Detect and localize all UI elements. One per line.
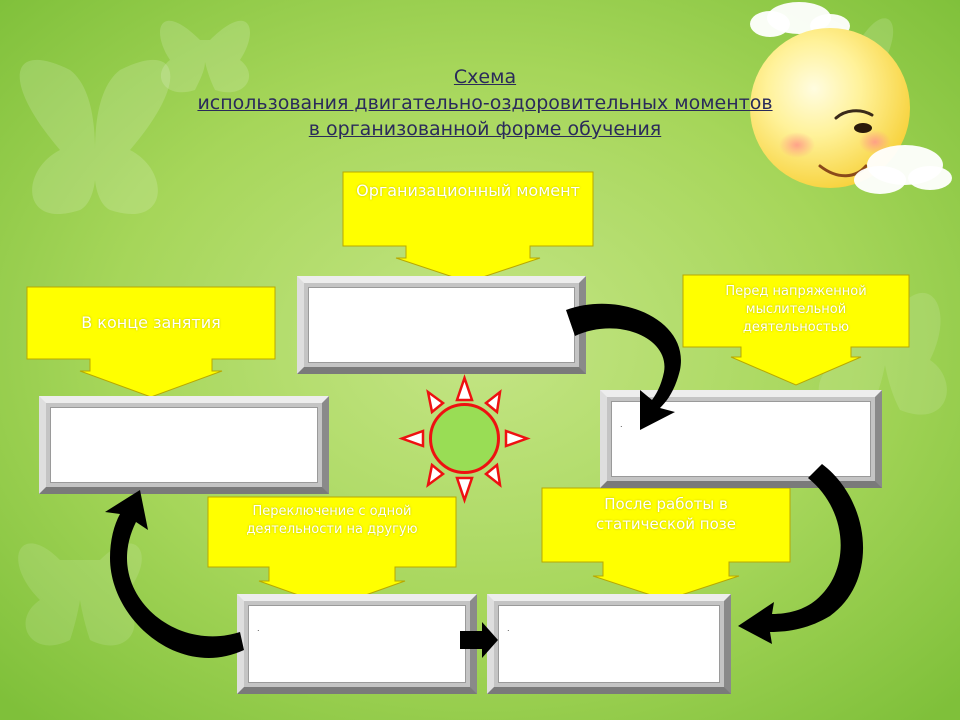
callout-before-mental-text: Перед напряженной мыслительной деятельно… — [725, 284, 867, 335]
box-right-marker: . — [620, 420, 623, 429]
box-bottom-left-marker: . — [257, 624, 260, 633]
callout-org-moment-text: Организационный момент — [356, 181, 580, 200]
box-bottom-right: . — [487, 594, 731, 694]
title-line-3: в организованной форме обучения — [308, 118, 662, 140]
title-line-2: использования двигательно-оздоровительны… — [197, 92, 773, 114]
callout-after-static: После работы в статической позе — [541, 487, 791, 604]
box-bottom-right-marker: . — [507, 624, 510, 633]
callout-end-of-lesson-text: В конце занятия — [81, 313, 221, 332]
callout-org-moment: Организационный момент — [342, 171, 594, 290]
title-line-1: Схема — [453, 66, 517, 88]
sun-character-icon — [750, 2, 952, 194]
butterfly-icon — [160, 20, 250, 93]
callout-after-static-text: После работы в статической позе — [596, 495, 736, 533]
box-top-center — [297, 276, 586, 374]
box-bottom-left: . — [237, 594, 477, 694]
box-left — [39, 396, 329, 494]
callout-before-mental: Перед напряженной мыслительной деятельно… — [682, 274, 910, 391]
box-right: . — [600, 390, 882, 488]
butterfly-icon — [19, 59, 171, 215]
callout-switching: Переключение с одной деятельности на дру… — [207, 496, 457, 611]
callout-end-of-lesson: В конце занятия — [26, 286, 276, 405]
diagram-title: Схема использования двигательно-оздорови… — [120, 64, 850, 142]
callout-switching-text: Переключение с одной деятельности на дру… — [246, 504, 418, 537]
